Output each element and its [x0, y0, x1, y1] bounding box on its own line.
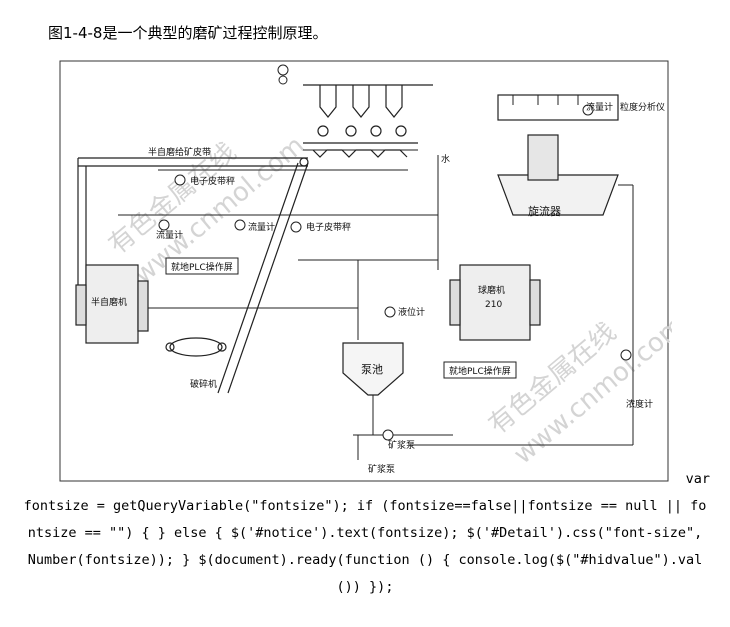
belt-scale-2-icon — [290, 221, 302, 233]
flowmeter-1-icon — [158, 219, 170, 231]
belt-scale-1-label: 电子皮带秤 — [190, 175, 235, 187]
density-meter-label: 浓度计 — [626, 398, 653, 410]
crusher — [165, 337, 227, 357]
pump-sump — [342, 342, 404, 396]
sag-mill-label: 半自磨机 — [91, 296, 127, 308]
slurry-pump-label-2: 矿浆泵 — [368, 463, 395, 475]
belt-feeder-label: 半自磨给矿皮带 — [148, 146, 211, 158]
top-belt — [158, 149, 418, 171]
belt-scale-2-label: 电子皮带秤 — [306, 221, 351, 233]
inclined-conveyor — [217, 162, 309, 394]
flowmeter-2-label: 流量计 — [248, 221, 275, 233]
ore-bins — [303, 84, 433, 158]
plc-panel-1-label: 就地PLC操作屏 — [171, 261, 233, 273]
sag-mill — [75, 264, 149, 344]
slurry-pump — [353, 395, 453, 441]
belt-scale-1-icon — [174, 174, 186, 186]
ball-mill-number: 210 — [485, 300, 502, 310]
flowmeter-top-label: 流量计 — [586, 101, 613, 113]
plc-panel-2-label: 就地PLC操作屏 — [449, 365, 511, 377]
ball-mill-label: 球磨机 — [478, 284, 505, 296]
figure-caption: 图1-4-8是一个典型的磨矿过程控制原理。 — [48, 24, 328, 42]
cyclone-label: 旋流器 — [528, 204, 561, 218]
slurry-pump-label: 矿浆泵 — [388, 439, 415, 451]
flowmeter-top-icon — [582, 104, 594, 116]
density-meter-icon — [620, 349, 632, 361]
diagram-frame — [59, 60, 669, 482]
pump-sump-label: 泵池 — [361, 363, 383, 376]
return-line — [408, 184, 634, 446]
cyclone-arrows — [512, 95, 579, 105]
belt-feeder — [77, 157, 309, 285]
feed-instrument — [277, 64, 289, 85]
diagram-svg: 有色金属在线 www.cnmol.com 有色金属在线 www.cnmol.co… — [59, 60, 672, 482]
ball-mill — [449, 264, 541, 341]
plc-panel-2 — [443, 361, 517, 379]
particle-analyzer-label: 粒度分析仪 — [620, 101, 665, 113]
code-body: fontsize = getQueryVariable("fontsize");… — [23, 498, 707, 595]
plc-panel-1 — [165, 257, 239, 275]
crusher-label: 破碎机 — [190, 378, 217, 390]
code-text: var fontsize = getQueryVariable("fontsiz… — [20, 466, 710, 601]
level-meter-label: 液位计 — [398, 306, 425, 318]
grinding-process-diagram: 有色金属在线 www.cnmol.com 有色金属在线 www.cnmol.co… — [58, 55, 672, 485]
flowmeter-2-icon — [234, 219, 246, 231]
level-meter-icon — [384, 306, 396, 318]
water-label: 水 — [441, 153, 450, 165]
cyclone — [497, 94, 619, 216]
flowmeter-1-label: 流量计 — [156, 229, 183, 241]
code-first-line: var — [685, 471, 710, 487]
